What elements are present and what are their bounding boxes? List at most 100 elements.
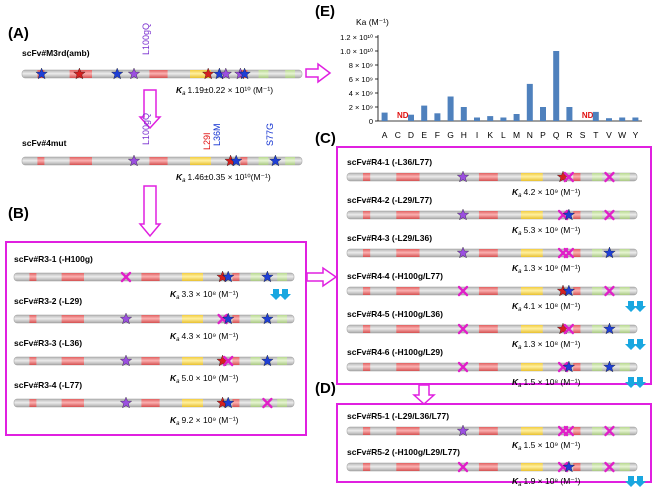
cdr-h2-segment	[396, 463, 420, 471]
cdr-l3-segment	[619, 427, 630, 435]
h100-star-icon	[456, 246, 470, 259]
h100-star-icon	[456, 170, 470, 183]
cdr-l2-segment	[592, 463, 603, 471]
h100-x-icon	[457, 461, 469, 473]
linker-segment	[521, 173, 543, 181]
chart-bar-Q	[553, 51, 560, 121]
cdr-h2-segment	[61, 357, 84, 365]
chart-bar-W	[619, 117, 626, 121]
linker-segment	[521, 363, 543, 371]
chart-ytick-label: 6 × 10⁹	[349, 75, 373, 84]
chart-bar-F	[434, 113, 441, 121]
decrease-arrow-icon	[634, 301, 646, 312]
h100-x-icon	[120, 271, 132, 283]
cdr-l2-segment	[250, 315, 261, 323]
cdr-l1-segment	[240, 157, 248, 165]
cdr-h1-segment	[362, 211, 371, 219]
l77-star-icon	[269, 154, 282, 167]
cdr-l3-segment	[285, 70, 295, 78]
cdr-h1-segment	[362, 287, 371, 295]
cdr-h1-segment	[362, 173, 371, 181]
cdr-l3-segment	[277, 273, 287, 281]
h100-star-icon	[456, 208, 470, 221]
linker-segment	[521, 463, 543, 471]
cdr-l1-segment	[232, 357, 240, 365]
fr2-star-icon	[73, 67, 86, 80]
cdr-l3-segment	[619, 325, 630, 333]
r1-star-icon	[202, 67, 215, 80]
cdr-l3-segment	[277, 399, 287, 407]
chart-bar-H	[460, 107, 467, 121]
construct-name: scFv#R4-2 (-L29/L77)	[347, 195, 432, 205]
h100-x-icon	[457, 361, 469, 373]
l-b-star-icon	[219, 67, 232, 80]
mutation-label-l36: L36M	[212, 123, 222, 146]
linker-segment	[521, 427, 543, 435]
decrease-arrow-icon	[625, 476, 637, 487]
cdr-h1-segment	[362, 427, 371, 435]
l36-x-icon	[223, 355, 234, 367]
arrow-a1-to-a2	[138, 89, 162, 130]
chart-ytick-label: 0	[369, 117, 373, 126]
chart-xtick-label: S	[580, 130, 586, 140]
chart-bar-T	[592, 111, 599, 121]
cdr-h3-segment	[478, 325, 498, 333]
l77-star-icon	[261, 270, 274, 283]
cdr-h3-segment	[141, 399, 160, 407]
construct-name: scFv#R3-4 (-L77)	[14, 380, 82, 390]
cdr-l3-segment	[619, 249, 630, 257]
chart-ytick-label: 4 × 10⁹	[349, 89, 373, 98]
linker-segment	[182, 357, 203, 365]
cdr-h2-segment	[61, 315, 84, 323]
cdr-h3-segment	[478, 211, 498, 219]
cdr-h2-segment	[396, 173, 420, 181]
decrease-arrow-icon	[625, 377, 637, 388]
construct-name: scFv#R5-2 (-H100g/L29/L77)	[347, 447, 460, 457]
cdr-l2-segment	[592, 325, 603, 333]
chart-xtick-label: M	[513, 130, 520, 140]
mutation-label-l77: S77G	[265, 123, 275, 146]
l-d-star-icon	[238, 67, 251, 80]
cdr-h2-segment	[61, 273, 84, 281]
h100-star-icon	[119, 312, 133, 325]
l29-x-icon	[557, 361, 569, 373]
panel-label-a: (A)	[8, 25, 29, 42]
cdr-h1-segment	[29, 357, 37, 365]
chart-bar-P	[540, 107, 546, 121]
cdr-h3-segment	[149, 157, 168, 165]
chart-bar-A	[381, 112, 388, 121]
chart-xtick-label: G	[447, 130, 454, 140]
construct-name: scFv#M3rd(amb)	[22, 48, 90, 58]
l29-x-icon	[557, 461, 569, 473]
chart-xtick-label: T	[593, 130, 598, 140]
linker-segment	[190, 157, 211, 165]
cdr-l1-segment	[573, 211, 581, 219]
decrease-arrow-icon	[270, 289, 282, 300]
l36-x-icon	[563, 247, 575, 259]
l77-star-icon	[603, 246, 616, 259]
cdr-l2-segment	[250, 273, 261, 281]
chart-xtick-label: W	[618, 130, 626, 140]
l36-star-icon	[562, 460, 576, 473]
panel-label-e: (E)	[315, 3, 335, 20]
chart-ytick-label: 2 × 10⁹	[349, 103, 373, 112]
cdr-l2-segment	[592, 173, 603, 181]
cdr-h3-segment	[478, 173, 498, 181]
chart-xtick-label: R	[566, 130, 572, 140]
cdr-l1-segment	[573, 427, 581, 435]
chart-xtick-label: F	[435, 130, 440, 140]
cdr-h2-segment	[396, 363, 420, 371]
l36-x-icon	[563, 425, 575, 437]
chart-bar-K	[487, 116, 494, 121]
chart-bar-G	[447, 96, 454, 121]
